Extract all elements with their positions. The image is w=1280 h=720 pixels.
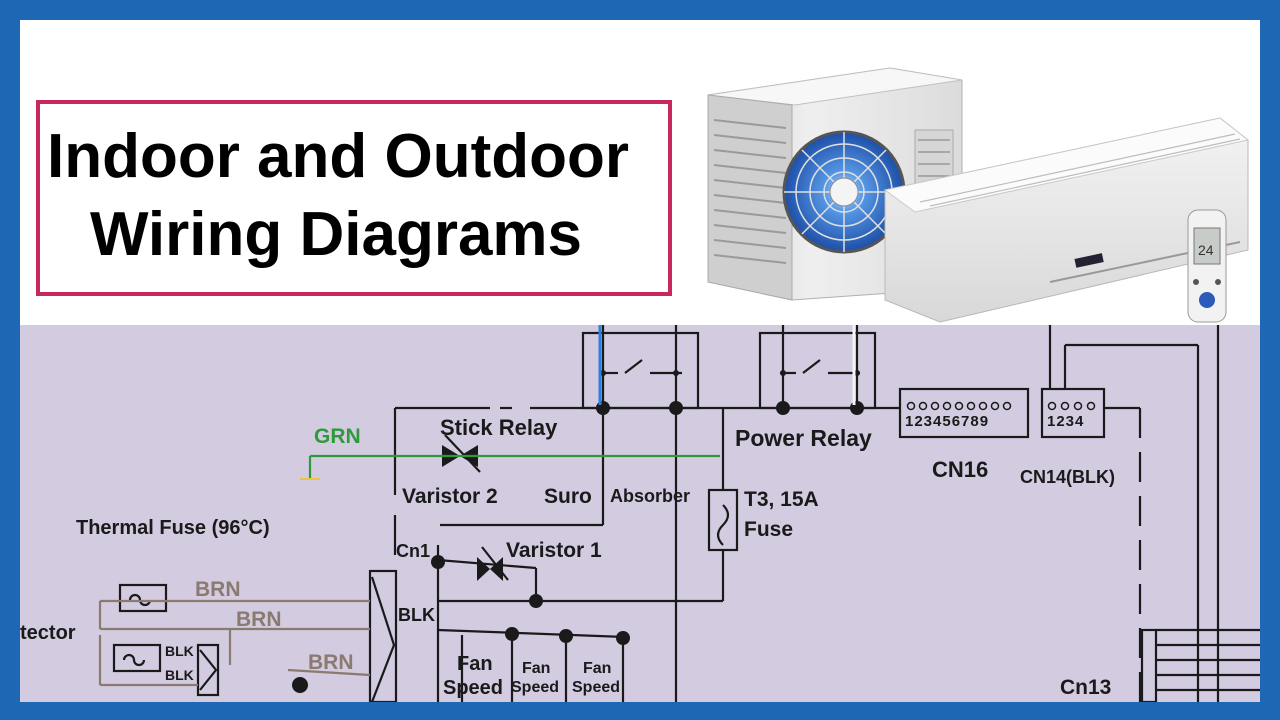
wiring-schematic (98, 325, 1260, 702)
label-varistor-2: Varistor 2 (402, 485, 498, 508)
remote-display: 24 (1198, 242, 1214, 258)
label-suro: Suro (544, 485, 592, 508)
label-absorber: Absorber (610, 486, 691, 506)
label-blk: BLK (398, 605, 435, 625)
outdoor-unit (707, 67, 963, 301)
wiring-diagram: GRN Stick Relay Power Relay Varistor 2 S… (20, 325, 1260, 702)
label-fan-2b: Speed (511, 679, 560, 696)
title-box: Indoor and Outdoor Wiring Diagrams (36, 100, 672, 296)
label-fan-1a: Fan (457, 653, 493, 675)
label-blk-a: BLK (165, 643, 194, 659)
label-cn16: CN16 (932, 457, 989, 482)
label-varistor-1: Varistor 1 (506, 539, 602, 562)
label-fan-3a: Fan (583, 660, 612, 677)
indoor-unit (883, 117, 1250, 323)
label-cn16-pins: 123456789 (905, 413, 990, 430)
label-brn-3: BRN (308, 651, 354, 674)
label-cn1: Cn1 (396, 541, 431, 561)
label-blk-b: BLK (165, 667, 194, 683)
label-fan-2a: Fan (522, 660, 551, 677)
title-line-2: Wiring Diagrams (89, 200, 583, 269)
label-brn-2: BRN (236, 608, 282, 631)
label-stick-relay: Stick Relay (440, 415, 558, 440)
label-grn: GRN (314, 425, 361, 448)
label-fan-1b: Speed (443, 677, 504, 699)
label-cn13: Cn13 (1060, 676, 1112, 699)
title-line-1: Indoor and Outdoor (46, 122, 629, 191)
label-thermal-fuse: Thermal Fuse (96°C) (76, 517, 270, 539)
label-t3: T3, 15A (744, 488, 819, 511)
label-cn14: CN14(BLK) (1020, 467, 1116, 487)
label-brn-1: BRN (195, 578, 241, 601)
label-fan-3b: Speed (572, 679, 621, 696)
label-fuse: Fuse (744, 518, 794, 541)
label-power-relay: Power Relay (735, 425, 872, 451)
label-detector: tector (20, 622, 76, 644)
remote-control: 24 (1187, 209, 1227, 323)
air-conditioner-illustration: 24 (707, 67, 1250, 323)
label-cn14-pins: 1234 (1047, 413, 1085, 430)
